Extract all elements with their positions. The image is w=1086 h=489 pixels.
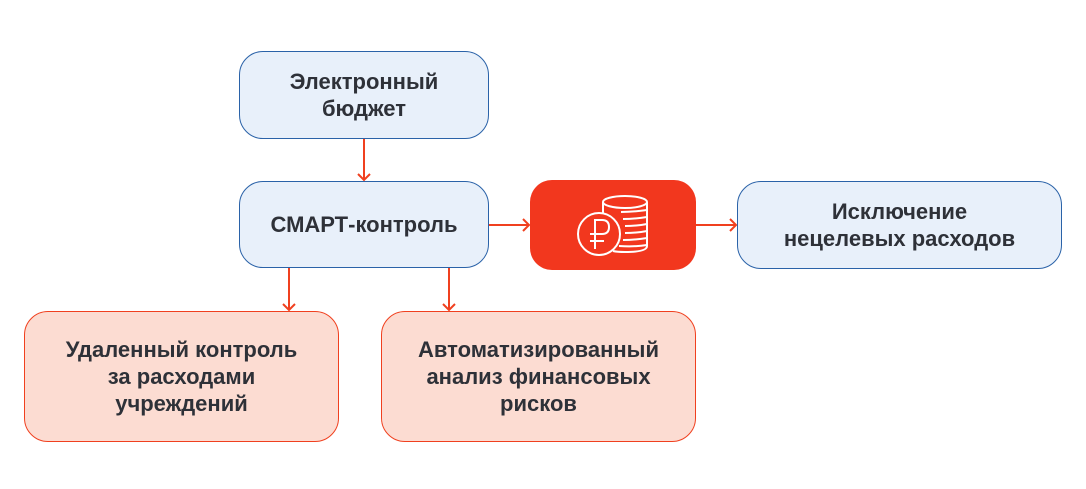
node-exclusion: Исключение нецелевых расходов — [737, 181, 1062, 269]
ruble-coins-icon — [577, 195, 648, 256]
node-smart-control: СМАРТ-контроль — [239, 181, 489, 268]
node-finance — [530, 180, 696, 270]
node-remote-control: Удаленный контроль за расходами учрежден… — [24, 311, 339, 442]
node-electronic-budget: Электронный бюджет — [239, 51, 489, 139]
node-risk-analysis: Автоматизированный анализ финансовых рис… — [381, 311, 696, 442]
